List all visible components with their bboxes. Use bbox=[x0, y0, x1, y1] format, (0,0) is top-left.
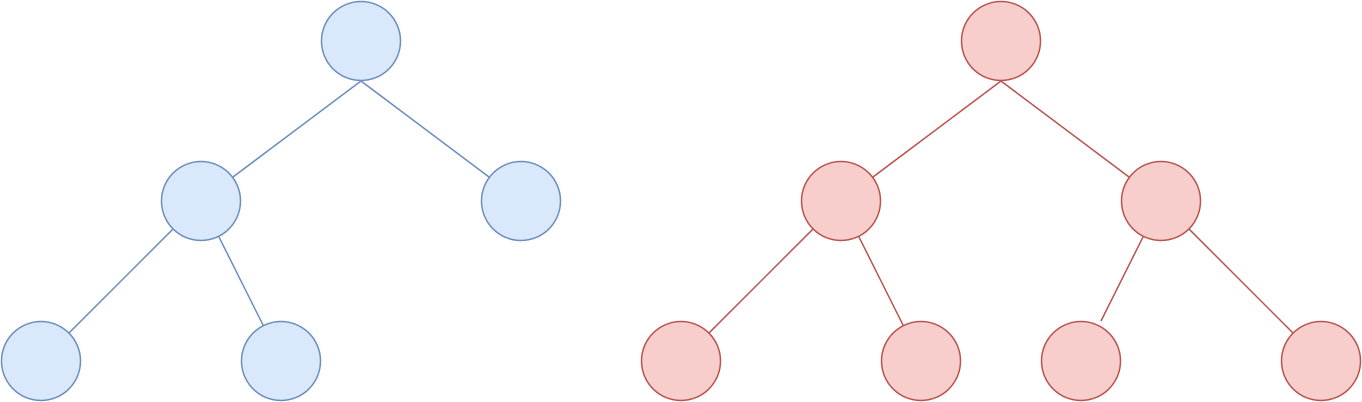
edges-layer bbox=[68, 80, 1294, 334]
edge-r3-r7 bbox=[1188, 228, 1294, 334]
node-b5 bbox=[240, 320, 322, 402]
node-r7 bbox=[1280, 320, 1362, 402]
edge-r1-r2 bbox=[872, 80, 1002, 178]
edge-b1-b2 bbox=[232, 80, 362, 178]
node-r4 bbox=[640, 320, 722, 402]
node-r3 bbox=[1120, 160, 1202, 242]
node-b3 bbox=[480, 160, 562, 242]
node-r2 bbox=[800, 160, 882, 242]
node-r1 bbox=[960, 0, 1042, 82]
edge-r2-r4 bbox=[708, 228, 814, 334]
node-r5 bbox=[880, 320, 962, 402]
edge-r3-r6 bbox=[1100, 236, 1144, 322]
edge-r1-r3 bbox=[1000, 80, 1130, 178]
node-b1 bbox=[320, 0, 402, 82]
edge-b2-b4 bbox=[68, 228, 174, 334]
edge-b1-b3 bbox=[360, 80, 490, 178]
edge-r2-r5 bbox=[858, 236, 904, 326]
edge-b2-b5 bbox=[218, 236, 264, 326]
node-r6 bbox=[1040, 320, 1122, 402]
node-b4 bbox=[0, 320, 82, 402]
node-b2 bbox=[160, 160, 242, 242]
